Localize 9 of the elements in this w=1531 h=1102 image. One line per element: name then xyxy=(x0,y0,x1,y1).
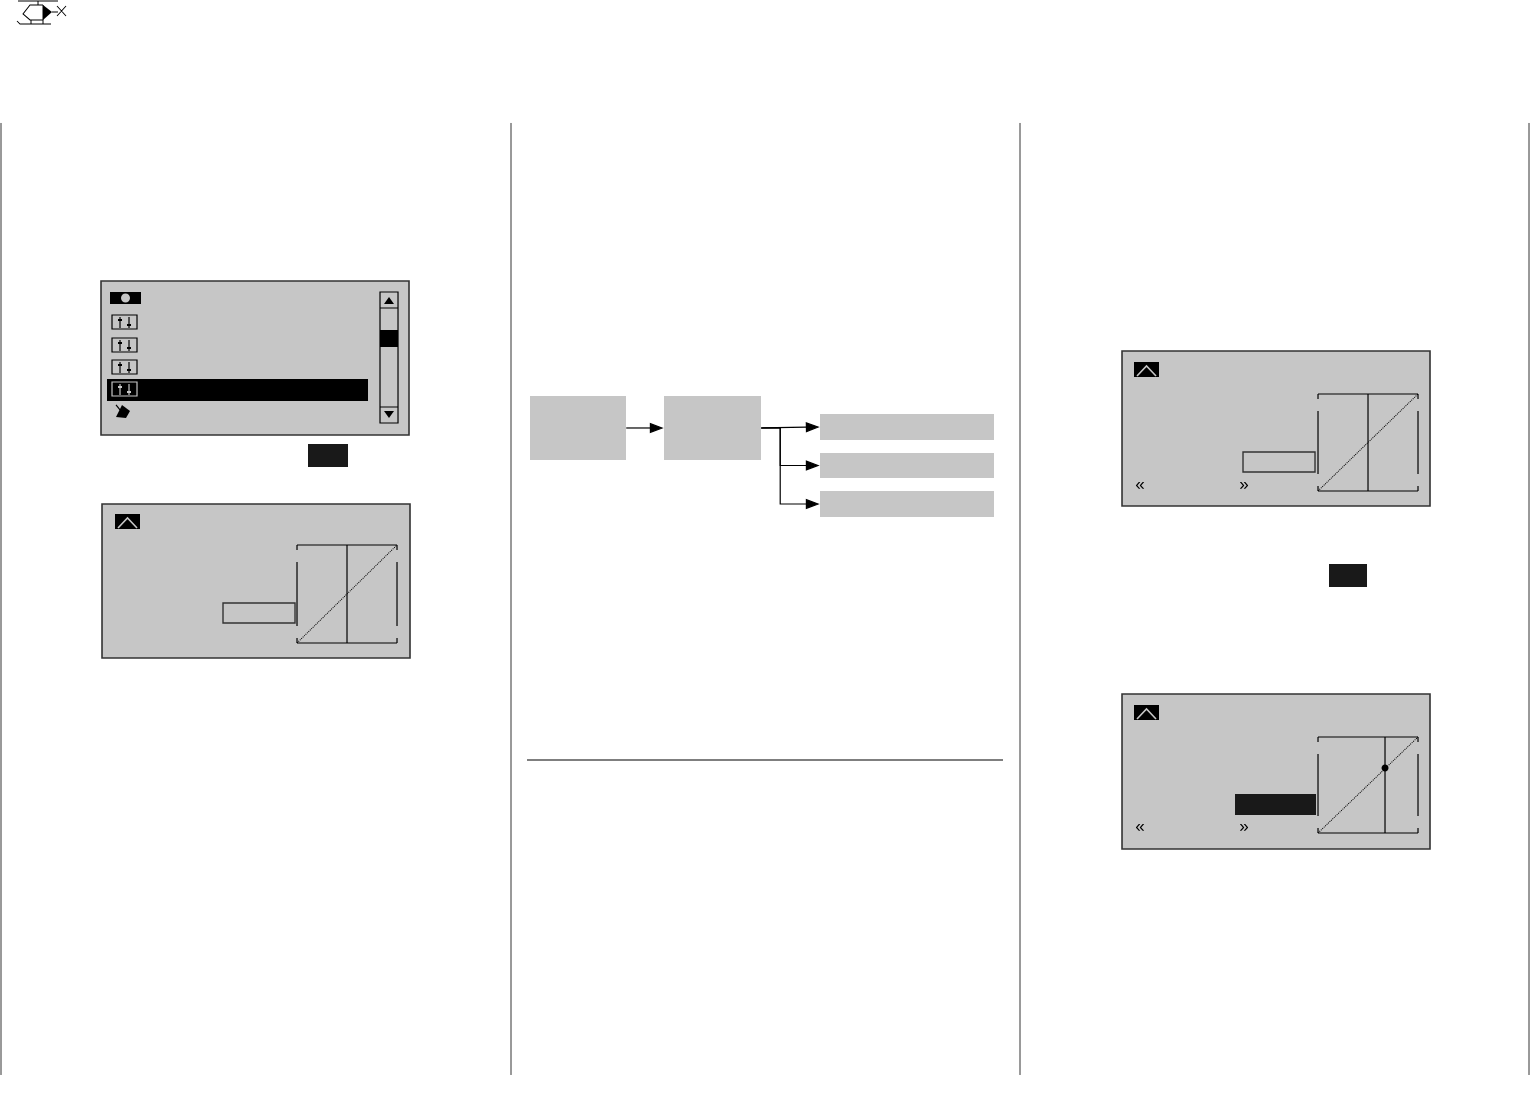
menu-box xyxy=(530,396,626,460)
chevron-symbol: » xyxy=(1239,824,1249,831)
menu-box xyxy=(664,396,761,460)
menu-box xyxy=(820,453,994,478)
chevron-symbol: « xyxy=(1135,824,1145,831)
menu-box xyxy=(820,491,994,517)
chevron-symbol: « xyxy=(1135,482,1145,489)
menu-box xyxy=(820,414,994,440)
chevron-symbol: » xyxy=(1239,482,1249,489)
